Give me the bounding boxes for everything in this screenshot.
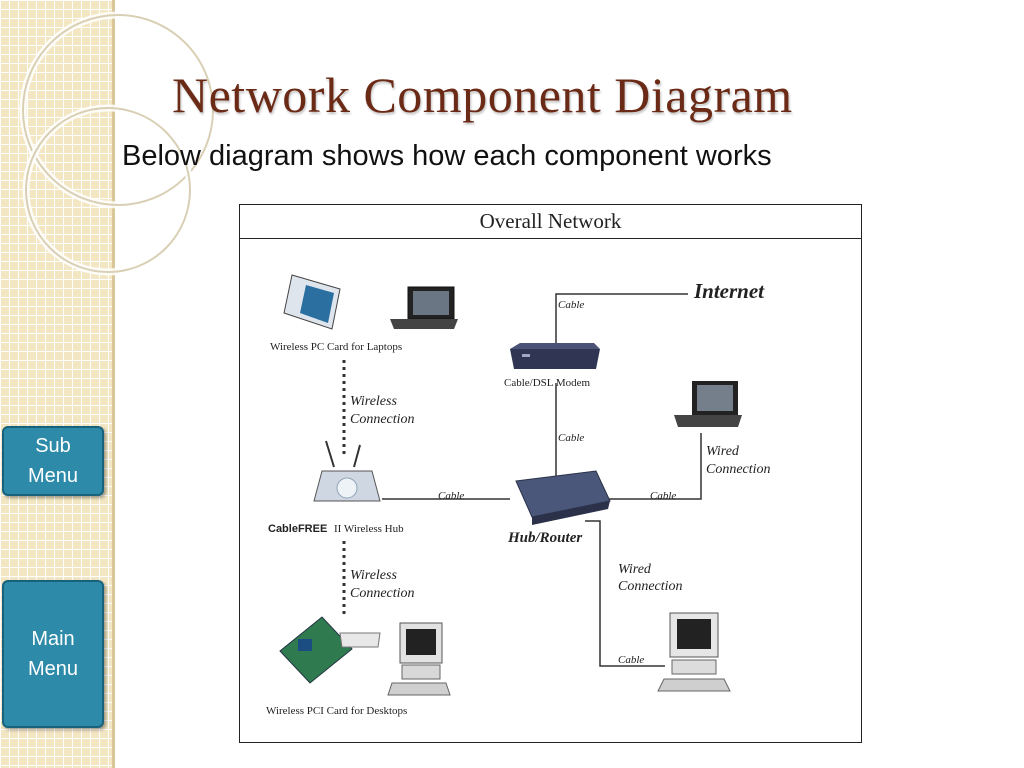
cable-modem-router-label: Cable (558, 432, 585, 444)
hub-brand-label: CableFREE (268, 523, 328, 535)
wireless-hub-icon (313, 440, 381, 502)
cable-desktop-label: Cable (618, 654, 645, 666)
cable-router-laptop (608, 433, 702, 500)
wired-connection-2-line1: Wired (618, 562, 651, 577)
sub-menu-button[interactable]: Sub Menu (2, 426, 104, 496)
diagram-header: Overall Network (240, 205, 861, 239)
laptop-card-label: Wireless PC Card for Laptops (270, 341, 403, 353)
wireless-connection-2-line1: Wireless (350, 568, 397, 583)
wireless-connection-1-line2: Connection (350, 412, 415, 427)
hub-name-label: II Wireless Hub (334, 523, 404, 535)
diagram-graphics (279, 274, 742, 696)
cable-lines (382, 293, 702, 667)
main-menu-label: Main Menu (27, 628, 79, 680)
cable-internet-label: Cable (558, 299, 585, 311)
sub-menu-label: Sub Menu (27, 435, 79, 487)
hub-router-label: Hub/Router (508, 530, 583, 546)
wireless-connection-1-line1: Wireless (350, 394, 397, 409)
decorative-circles (19, 11, 217, 276)
wired-connection-1-line1: Wired (706, 444, 739, 459)
cable-modem-icon (510, 343, 600, 369)
wired-connection-2-line2: Connection (618, 579, 683, 594)
desktop-left-icon (387, 622, 451, 696)
page-title: Network Component Diagram (172, 67, 793, 123)
page-subtitle: Below diagram shows how each component w… (122, 140, 772, 172)
network-diagram: Overall Network (239, 204, 862, 743)
hub-router-icon (515, 470, 611, 525)
wireless-connection-2-line2: Connection (350, 586, 415, 601)
cable-router-desktop (585, 520, 665, 667)
modem-label: Cable/DSL Modem (504, 377, 591, 389)
internet-label: Internet (694, 279, 765, 303)
cable-hub-router-label: Cable (438, 490, 465, 502)
laptop-icon (390, 286, 458, 329)
pci-card-icon (279, 616, 381, 684)
cable-router-laptop-label: Cable (650, 490, 677, 502)
pc-card-icon (283, 274, 341, 330)
side-strip-edge (112, 0, 115, 768)
pci-card-label: Wireless PCI Card for Desktops (266, 705, 408, 717)
cable-modem-internet (555, 293, 688, 343)
laptop-right-icon (674, 381, 742, 427)
desktop-right-icon (657, 612, 731, 692)
main-menu-button[interactable]: Main Menu (2, 580, 104, 728)
wired-connection-1-line2: Connection (706, 462, 771, 477)
